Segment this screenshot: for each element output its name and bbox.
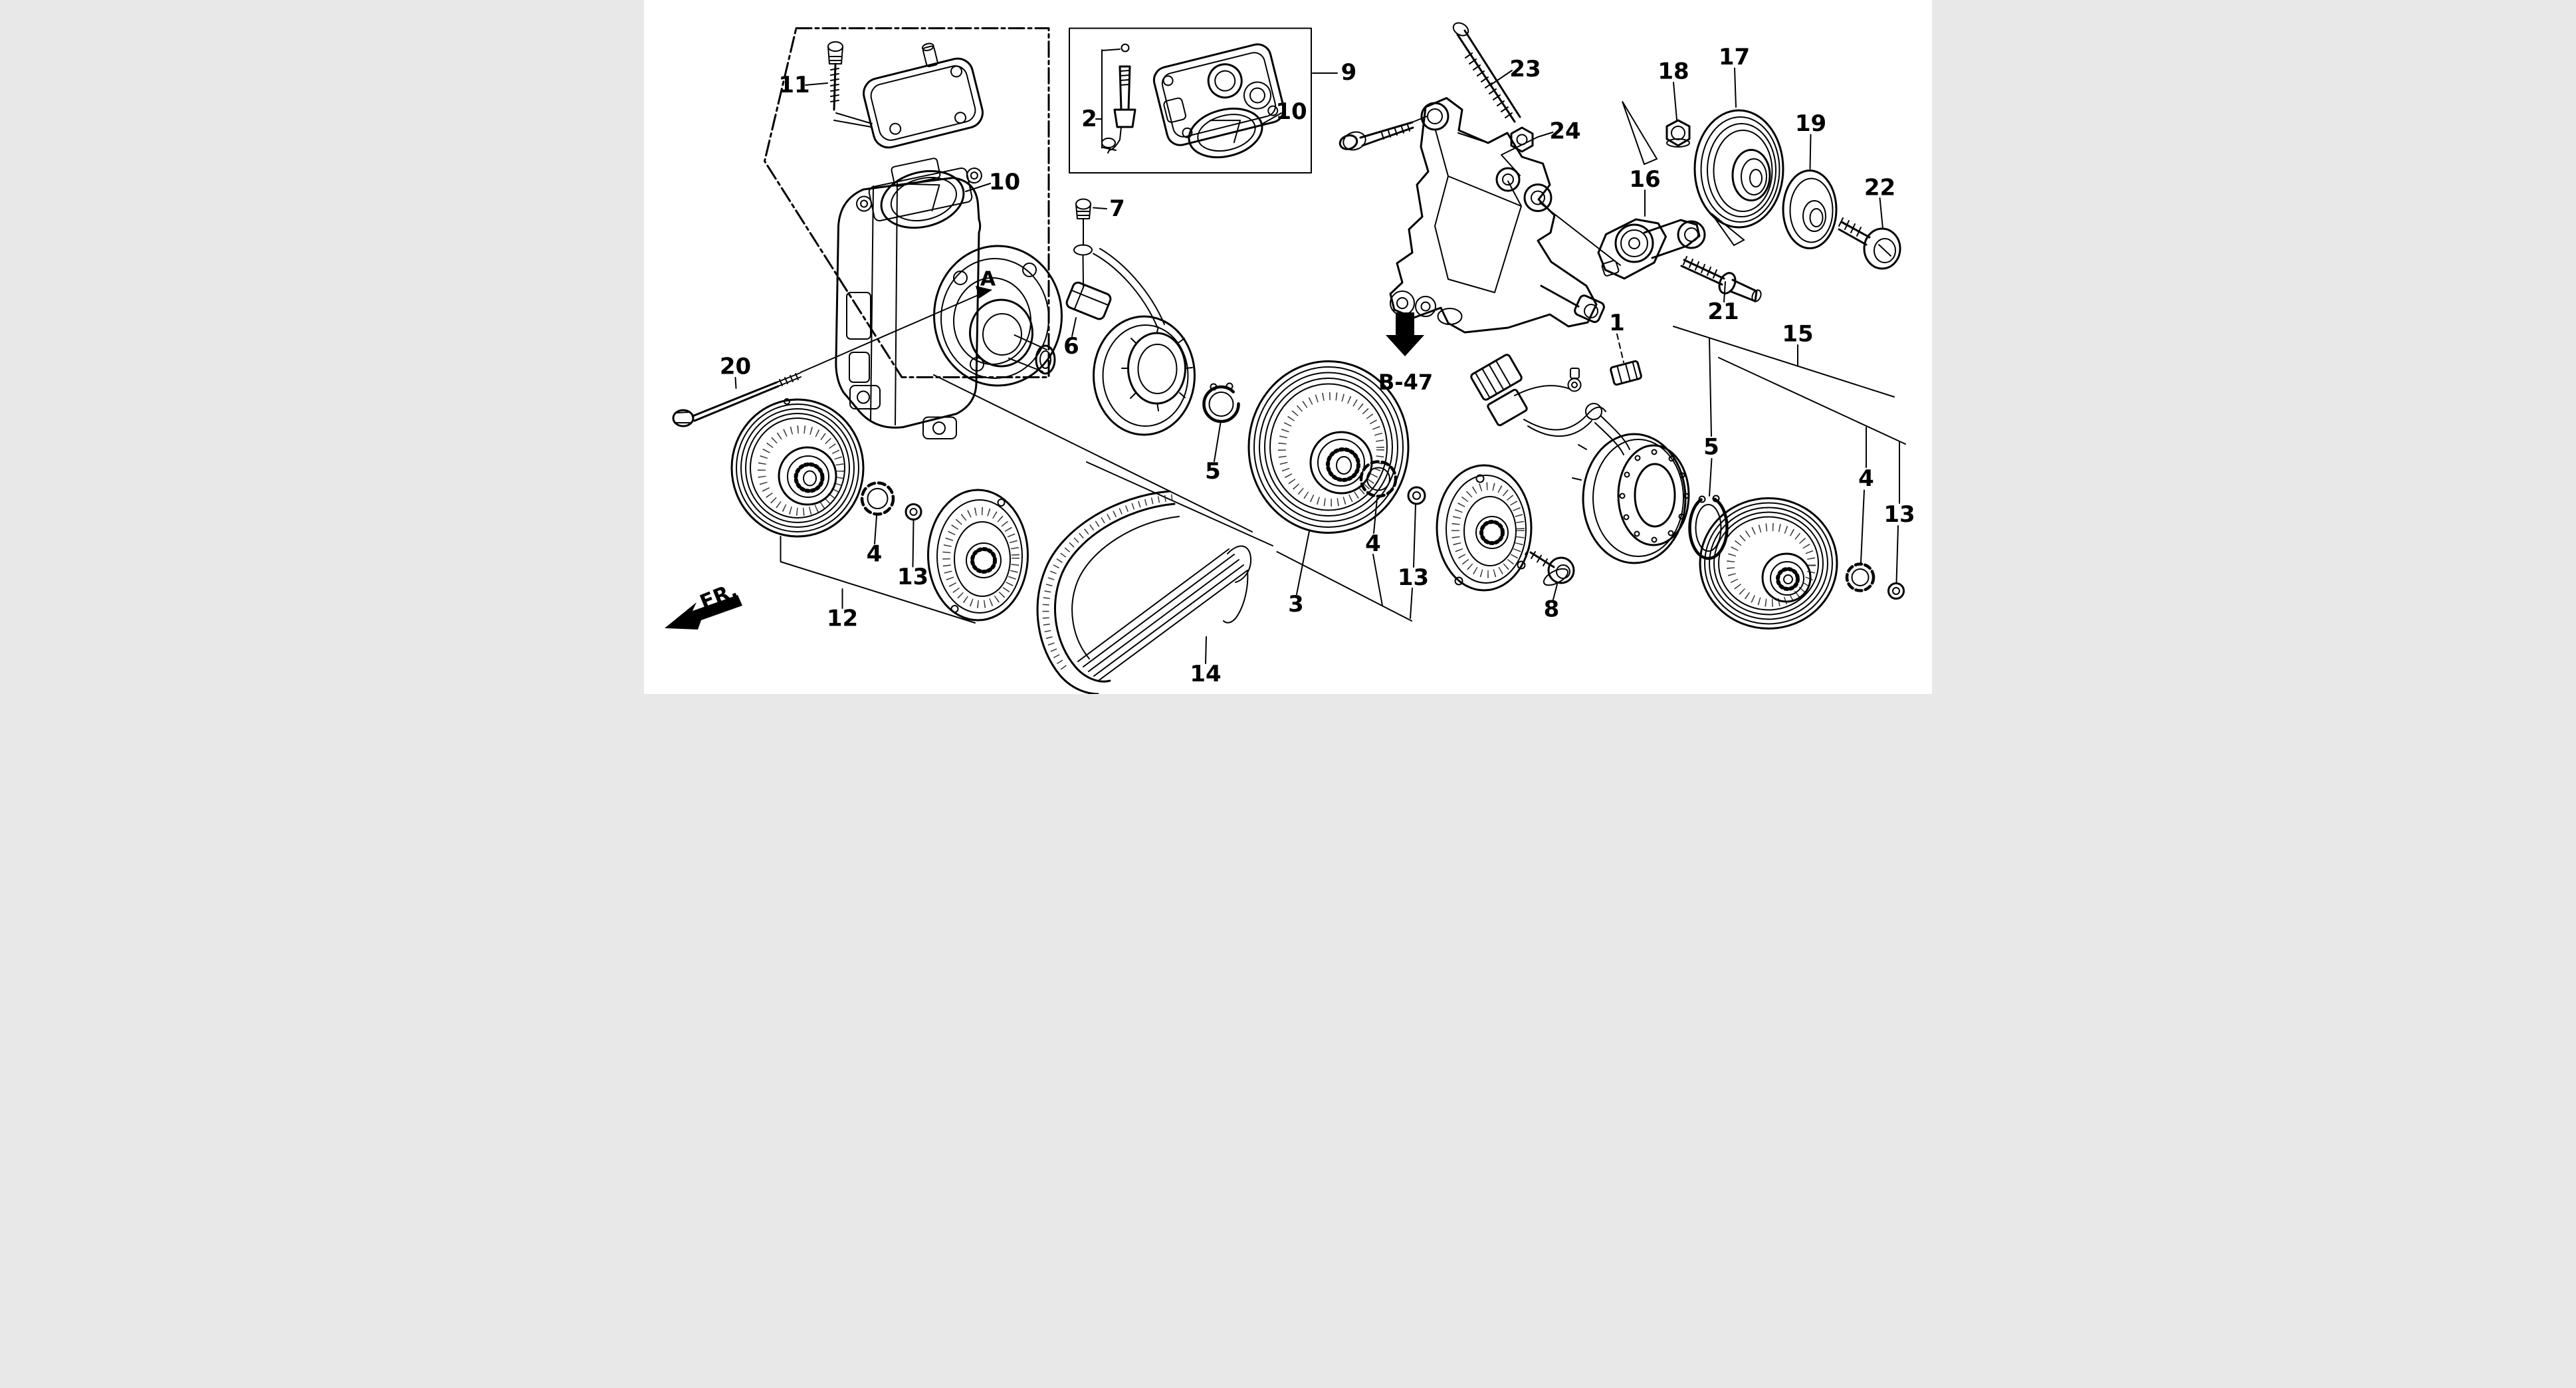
relief-valve-2 [1101,43,1136,154]
coil-harness [1470,354,1630,455]
part-label-9-4: 9 [1341,59,1357,86]
washer-13-right [1887,582,1905,600]
part-label-1-25: 1 [1609,310,1625,336]
belt-14 [1036,490,1252,694]
bolt-22 [1838,217,1901,270]
armature-disc-mid [1436,464,1533,592]
bolt-7 [1073,198,1093,287]
part-label-22-22: 22 [1864,175,1895,201]
idler-pulley-17 [1693,109,1784,229]
part-label-12-15: 12 [827,606,858,632]
bracket-bolt [1339,121,1414,151]
washer-13-mid [1407,486,1426,505]
bolt-8 [1525,548,1575,586]
part-label-15-26: 15 [1782,321,1813,348]
part-label-7-5: 7 [1109,195,1125,222]
detail-box-cover-plate [764,27,1050,378]
gasket-10-left [880,170,965,229]
part-label-18-19: 18 [1658,58,1689,85]
exploded-diagram-canvas: 1110210976534138204131214232418171922162… [665,22,1915,694]
part-label-4-28: 4 [1858,465,1874,492]
part-label-6-6: 6 [1063,333,1079,360]
front-direction-arrow [665,595,742,630]
stud-bolt-21 [1680,256,1762,302]
part-label-10-3: 10 [1275,98,1307,125]
part-label-13-29: 13 [1883,501,1915,528]
nut-18 [1665,119,1691,148]
part-label-2-2: 2 [1081,106,1097,132]
part-label-14-16: 14 [1190,661,1221,687]
part-label-3-8: 3 [1288,591,1304,618]
snap-ring-4-right [1845,562,1876,592]
mount-bracket [1389,97,1605,334]
part-label-5-7: 5 [1205,458,1221,485]
thermal-protector-6 [1065,281,1112,320]
bolt-11 [827,41,843,111]
bolt-20 [672,372,802,427]
snap-ring-5-right [1688,495,1729,560]
part-label-8-11: 8 [1544,596,1560,623]
part-label-23-17: 23 [1509,56,1541,82]
part-label-5-27: 5 [1703,434,1719,461]
clutch-pulley-12 [730,398,865,538]
field-coil-5-right [1572,433,1690,564]
snap-ring-4-left [860,481,895,516]
part-label-13-10: 13 [1398,564,1429,591]
compressor-body [835,158,1063,439]
part-label-20-12: 20 [720,354,751,380]
leader-lines [734,49,1906,664]
annotation-FR.-2: FR. [697,578,741,615]
pulley-washer-19 [1782,170,1838,249]
snap-ring-4-mid [1359,460,1398,498]
b47-arrow [1386,312,1424,356]
coil-lead-guard [1093,248,1165,328]
pulley-3 [1247,360,1410,534]
pointer-wedge-nut [1622,100,1658,166]
armature-disc-12 [927,489,1029,622]
part-label-4-9: 4 [1365,530,1381,557]
detail-box-valve-cover [1069,27,1312,174]
part-label-13-14: 13 [897,564,928,590]
part-label-19-21: 19 [1795,110,1826,137]
stay-16 [1597,218,1706,280]
part-label-4-13: 4 [867,541,883,568]
part-label-11-0: 11 [778,72,809,98]
part-label-17-20: 17 [1719,44,1750,70]
view-a-arrow [976,286,992,298]
snap-ring-5-left [1202,382,1240,423]
part-label-24-18: 24 [1549,118,1580,145]
annotation-B-47-1: B-47 [1378,370,1433,395]
cover-plate [863,43,984,149]
thermal-clip-1 [1610,360,1642,386]
part-label-10-1: 10 [989,169,1020,195]
part-label-21-24: 21 [1707,298,1739,325]
washer-13-left [905,503,922,520]
field-coil-5-left [1093,315,1196,436]
bolt-23 [1452,22,1521,123]
clutch-pulley-15 [1699,497,1838,630]
part-label-16-23: 16 [1629,166,1660,193]
valve-cover-9 [1152,43,1285,146]
gasket-10-right [1188,107,1263,159]
pointer-wedge-stay [1711,213,1745,247]
nut-24 [1510,126,1534,153]
annotation-A-0: A [980,268,996,291]
